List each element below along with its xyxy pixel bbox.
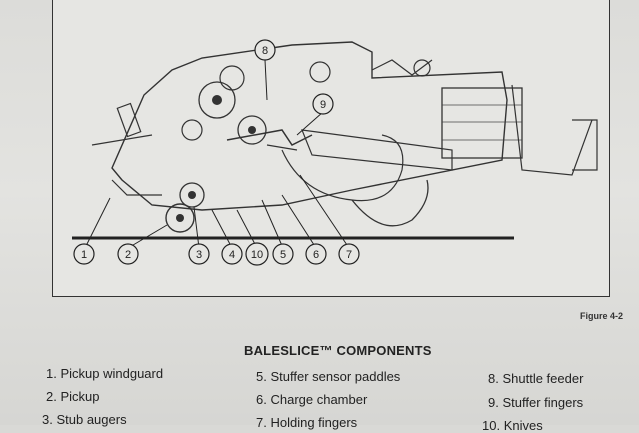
callout-1: 1 bbox=[73, 243, 95, 265]
svg-text:5: 5 bbox=[280, 249, 286, 261]
callout-7: 7 bbox=[338, 243, 360, 265]
component-item-1: 1. Pickup windguard bbox=[46, 366, 163, 381]
callout-3: 3 bbox=[188, 243, 210, 265]
svg-text:8: 8 bbox=[262, 45, 268, 57]
callout-10: 10 bbox=[245, 242, 269, 266]
component-number: 9. bbox=[488, 395, 499, 410]
figure-caption: Figure 4-2 bbox=[579, 311, 623, 321]
component-number: 8. bbox=[488, 371, 499, 386]
component-label: Stub augers bbox=[56, 412, 127, 427]
callout-5: 5 bbox=[272, 243, 294, 265]
component-label: Charge chamber bbox=[270, 392, 368, 407]
svg-text:3: 3 bbox=[196, 249, 202, 261]
callout-4: 4 bbox=[221, 243, 243, 265]
component-label: Stuffer fingers bbox=[502, 395, 584, 410]
svg-text:9: 9 bbox=[320, 99, 326, 111]
component-label: Pickup windguard bbox=[60, 366, 164, 381]
svg-text:6: 6 bbox=[313, 249, 319, 261]
component-number: 5. bbox=[256, 369, 267, 384]
component-item-2: 2. Pickup bbox=[46, 389, 100, 404]
svg-text:4: 4 bbox=[229, 249, 235, 261]
component-item-8: 8. Shuttle feeder bbox=[488, 371, 583, 386]
component-item-5: 5. Stuffer sensor paddles bbox=[256, 369, 400, 384]
component-number: 7. bbox=[256, 415, 267, 430]
component-item-7: 7. Holding fingers bbox=[256, 415, 357, 430]
callout-8: 8 bbox=[254, 39, 276, 61]
component-number: 6. bbox=[256, 392, 267, 407]
component-item-3: 3. Stub augers bbox=[42, 412, 127, 427]
component-label: Shuttle feeder bbox=[502, 371, 584, 386]
svg-text:10: 10 bbox=[251, 249, 263, 261]
baler-diagram: 1 2 3 4 10 5 6 7 8 9 bbox=[72, 39, 598, 266]
component-item-6: 6. Charge chamber bbox=[256, 392, 367, 407]
component-item-9: 9. Stuffer fingers bbox=[488, 395, 583, 410]
svg-text:1: 1 bbox=[81, 249, 87, 261]
component-label: Knives bbox=[503, 418, 543, 433]
component-label: Pickup bbox=[60, 389, 100, 404]
component-number: 2. bbox=[46, 389, 57, 404]
svg-text:2: 2 bbox=[125, 249, 131, 261]
component-number: 10. bbox=[482, 418, 501, 433]
components-heading: BALESLICE™ COMPONENTS bbox=[244, 343, 432, 358]
component-label: Holding fingers bbox=[270, 415, 358, 430]
component-label: Stuffer sensor paddles bbox=[270, 369, 401, 384]
component-number: 1. bbox=[46, 366, 57, 381]
figure-frame bbox=[52, 0, 610, 297]
callout-9: 9 bbox=[312, 93, 334, 115]
component-number: 3. bbox=[42, 412, 53, 427]
callout-6: 6 bbox=[305, 243, 327, 265]
svg-text:7: 7 bbox=[346, 249, 352, 261]
component-item-10: 10. Knives bbox=[482, 418, 543, 433]
callout-2: 2 bbox=[117, 243, 139, 265]
